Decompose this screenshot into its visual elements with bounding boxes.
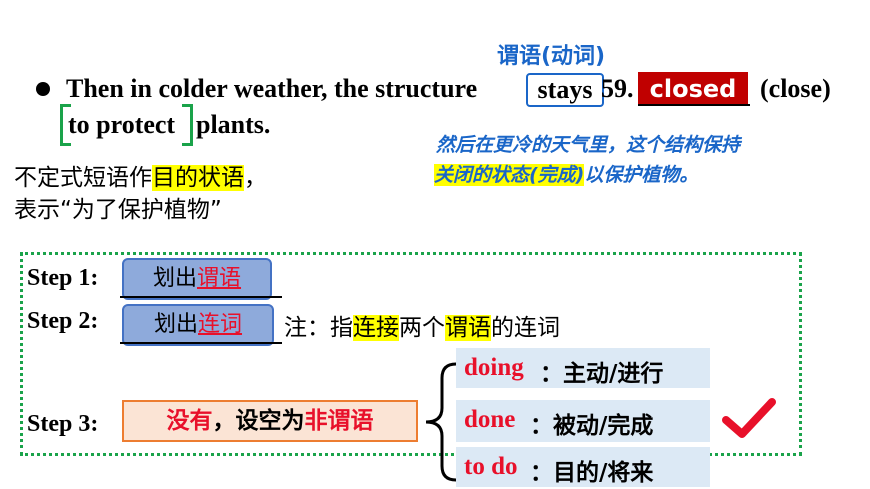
step2-note-mid: 两个 [399,315,445,341]
step3-label: Step 3: [27,411,99,437]
step1-box: 划出谓语 [122,258,272,300]
sentence-part1: Then in colder weather, the structure [66,74,478,103]
step2-note: 注：指连接两个谓语的连词 [284,308,560,342]
note-post: ， [244,165,267,191]
step2-action: 划出 [153,312,198,337]
step2-note-pre: 注：指 [284,315,353,341]
step2-label: Step 2: [27,308,99,334]
blank-underline [638,104,750,106]
left-brace-icon [425,362,457,482]
infinitive-phrase: to protect [68,110,176,139]
step3-part1: 没有 [166,408,213,434]
step2-target: 连词 [198,312,243,337]
option-doing-meaning: ：主动/进行 [540,361,664,387]
right-bracket-icon [182,104,193,146]
translation-rest: 以保护植物。 [584,164,699,186]
translation-highlight: 关闭的状态(完成) [434,164,585,186]
option-to-do: to do ：目的/将来 [456,447,710,487]
predicate-label: 谓语(动词) [497,44,606,69]
step2-underline [120,342,282,344]
option-doing-term: doing [464,354,524,381]
option-done-meaning: ：被动/完成 [530,413,654,439]
step3-part3: 非谓语 [304,408,374,434]
step2-box: 划出连词 [122,304,274,346]
check-icon [722,398,776,438]
note-pre: 不定式短语作 [14,165,152,191]
option-to-do-meaning: ：目的/将来 [530,460,654,486]
option-done-term: done [464,406,516,433]
step1-action: 划出 [152,266,197,291]
note-highlight: 目的状语 [152,165,244,191]
option-doing: doing ：主动/进行 [456,348,710,388]
steps-panel [20,252,802,456]
verb-hint: (close) [760,74,831,103]
note-line2: 表示“为了保护植物” [14,197,222,223]
step1-target: 谓语 [197,266,242,291]
translation-line2: 关闭的状态(完成)以保护植物。 [434,160,698,187]
step1-label: Step 1: [27,265,99,291]
step2-note-hl1: 连接 [353,315,399,341]
bullet-icon [36,82,50,96]
translation-line1: 然后在更冷的天气里，这个结构保持 [436,134,741,156]
option-to-do-term: to do [464,453,518,480]
predicate-verb: stays [526,73,604,107]
step3-box: 没有，设空为非谓语 [122,400,418,442]
left-bracket-icon [60,104,71,146]
blank-number: 59. [601,74,634,103]
step2-note-post: 的连词 [491,315,560,341]
option-done: done ：被动/完成 [456,400,710,442]
step2-note-hl2: 谓语 [445,315,491,341]
sentence-part2: plants. [196,110,271,139]
step3-part2: ，设空为 [212,408,305,434]
step1-underline [120,296,282,298]
answer-box: closed [638,72,748,106]
note-line1: 不定式短语作目的状语， [14,158,267,192]
